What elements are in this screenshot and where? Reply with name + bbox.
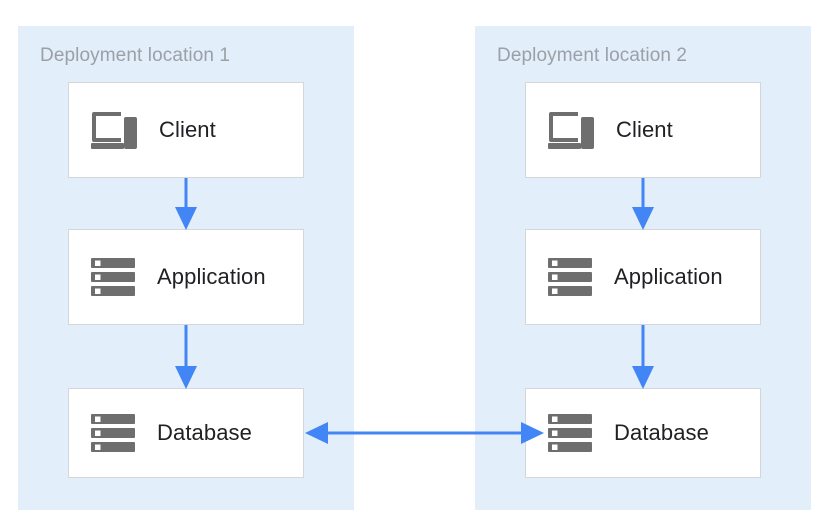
devices-icon (548, 112, 594, 149)
deployment-zone-2: Deployment location 2 Client Application (475, 26, 811, 510)
node-label: Client (159, 117, 216, 142)
node-label: Application (614, 264, 723, 289)
zone-1-title: Deployment location 1 (40, 45, 231, 66)
node-label: Client (616, 117, 673, 142)
deployment-zone-1: Deployment location 1 Client Application (18, 26, 354, 510)
node-label: Database (614, 420, 709, 445)
node-application-1[interactable]: Application (68, 229, 304, 325)
node-client-1[interactable]: Client (68, 82, 304, 178)
node-client-2[interactable]: Client (525, 82, 761, 178)
server-icon (548, 258, 592, 296)
node-database-2[interactable]: Database (525, 388, 761, 478)
server-icon (91, 414, 135, 452)
node-label: Application (157, 264, 266, 289)
devices-icon (91, 112, 137, 149)
node-database-1[interactable]: Database (68, 388, 304, 478)
zone-2-title: Deployment location 2 (497, 45, 688, 66)
node-application-2[interactable]: Application (525, 229, 761, 325)
server-icon (91, 258, 135, 296)
node-label: Database (157, 420, 252, 445)
server-icon (548, 414, 592, 452)
